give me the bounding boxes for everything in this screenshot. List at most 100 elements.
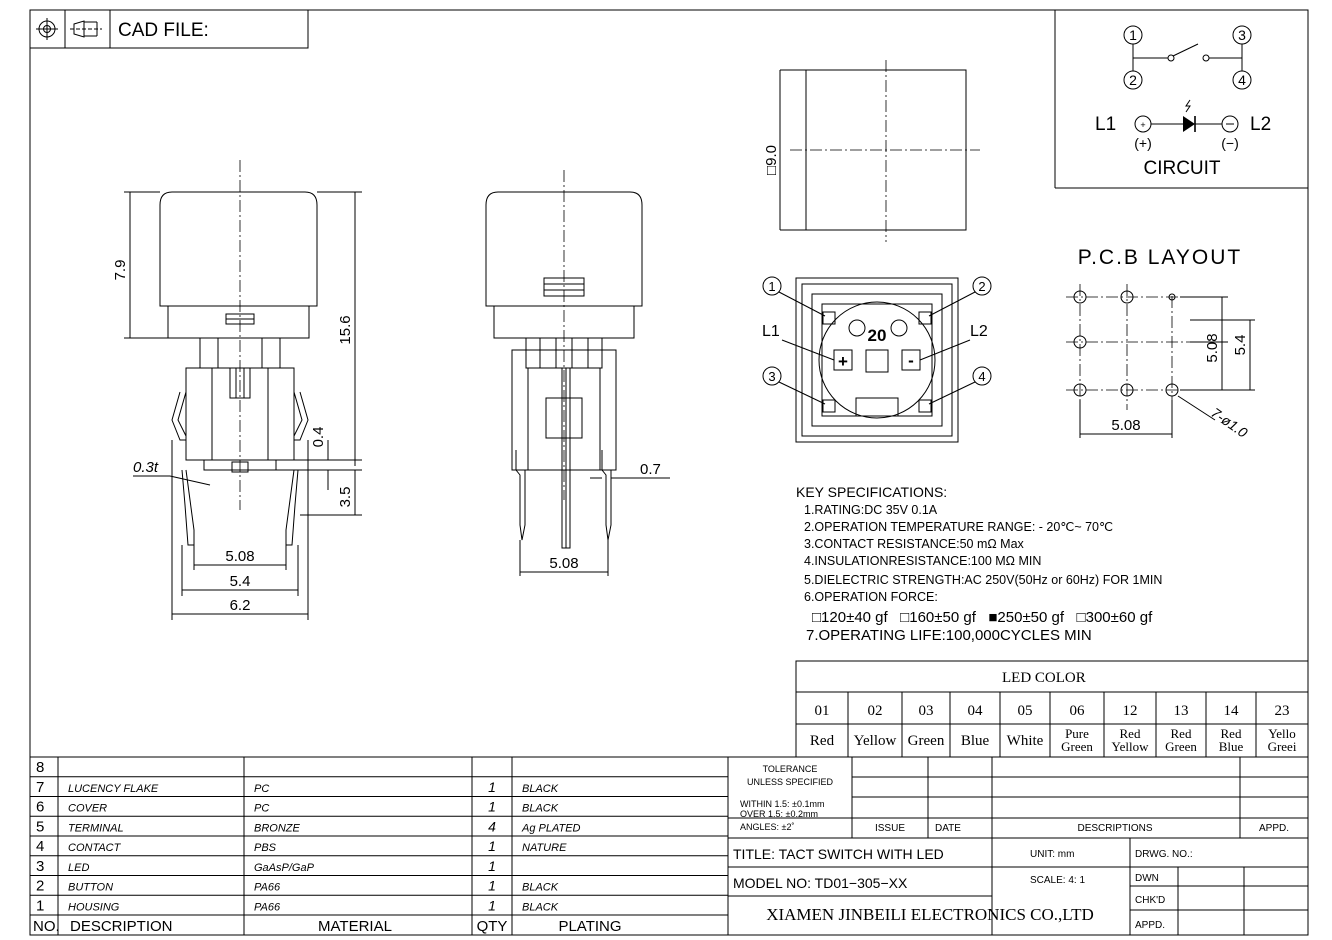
pcb-title: P.C.B LAYOUT bbox=[1078, 246, 1242, 269]
drawing-title: TITLE: TACT SWITCH WITH LED bbox=[733, 846, 944, 862]
led-code: 04 bbox=[968, 703, 984, 719]
bottom-minus-label: - bbox=[908, 351, 914, 370]
circuit-pin-2: 2 bbox=[1129, 72, 1137, 88]
bom-cell-desc: TERMINAL bbox=[68, 822, 124, 834]
circuit-pin-4: 4 bbox=[1238, 72, 1246, 88]
led-color-name: Yellow bbox=[854, 733, 897, 749]
bom-cell-qty: 1 bbox=[488, 897, 496, 913]
bom-cell-qty: 1 bbox=[488, 858, 496, 874]
led-color-name: Green bbox=[1165, 739, 1197, 754]
bom-cell-plating: NATURE bbox=[522, 842, 567, 854]
cad-file-label: CAD FILE: bbox=[118, 20, 209, 41]
tolerance-angles: ANGLES: ±2˚ bbox=[740, 822, 794, 832]
front-view: 0.7 5.08 bbox=[485, 170, 670, 576]
side-view: 7.9 15.6 0.4 3.5 0.3t 5.08 5.4 6.2 bbox=[112, 160, 362, 620]
dim-total-height: 15.6 bbox=[337, 315, 354, 344]
bom-cell-mat: PC bbox=[254, 803, 269, 815]
pcb-dim-pitch-x: 5.08 bbox=[1111, 417, 1140, 434]
bottom-l2: L2 bbox=[970, 323, 988, 340]
appd-label: APPD. bbox=[1259, 823, 1289, 834]
descriptions-label: DESCRIPTIONS bbox=[1077, 823, 1152, 834]
led-code: 05 bbox=[1018, 703, 1033, 719]
bom-cell-qty: 1 bbox=[488, 799, 496, 815]
circuit-pin-3: 3 bbox=[1238, 27, 1246, 43]
led-color-name: Pure bbox=[1065, 726, 1089, 741]
dim-pin-length: 3.5 bbox=[337, 487, 354, 508]
bom-cell-qty: 1 bbox=[488, 878, 496, 894]
led-code: 02 bbox=[868, 703, 883, 719]
tolerance-over: OVER 1.5: ±0.2mm bbox=[740, 809, 818, 819]
led-color-name: Blue bbox=[1219, 739, 1244, 754]
tolerance-title: TOLERANCE bbox=[763, 764, 818, 774]
spec-line: 2.OPERATION TEMPERATURE RANGE: - 20℃~ 70… bbox=[804, 520, 1113, 534]
led-color-name: Blue bbox=[961, 733, 990, 749]
circuit-l1: L1 bbox=[1095, 114, 1116, 135]
pcb-holes-note: 7-ø1.0 bbox=[1208, 404, 1250, 440]
pcb-hole bbox=[1165, 383, 1179, 397]
bom-cell-no: 1 bbox=[36, 897, 44, 914]
led-color-name: Yello bbox=[1268, 726, 1296, 741]
bom-cell-qty: 4 bbox=[488, 818, 496, 834]
led-code: 01 bbox=[815, 703, 830, 719]
bom-cell-no: 6 bbox=[36, 799, 44, 816]
led-color-name: Green bbox=[908, 733, 945, 749]
tolerance-within: WITHIN 1.5: ±0.1mm bbox=[740, 799, 824, 809]
bom-cell-mat: PBS bbox=[254, 842, 277, 854]
bom-header-no: NO. bbox=[33, 918, 60, 935]
circuit-pin-1: 1 bbox=[1129, 27, 1137, 43]
issue-label: ISSUE bbox=[875, 823, 905, 834]
bom-cell-no: 7 bbox=[36, 779, 44, 796]
dim-w2: 5.4 bbox=[230, 573, 251, 590]
bom-cell-no: 4 bbox=[36, 838, 44, 855]
company-name: XIAMEN JINBEILI ELECTRONICS CO.,LTD bbox=[766, 905, 1094, 924]
title-block: TOLERANCE UNLESS SPECIFIED WITHIN 1.5: ±… bbox=[728, 757, 1308, 935]
led-code: 13 bbox=[1174, 703, 1189, 719]
bom-cell-mat: BRONZE bbox=[254, 822, 301, 834]
appd2-label: APPD. bbox=[1135, 920, 1165, 931]
tolerance-subtitle: UNLESS SPECIFIED bbox=[747, 777, 834, 787]
projection-symbol-icon bbox=[36, 18, 102, 40]
pcb-hole bbox=[1120, 383, 1134, 397]
dim-button-height: 7.9 bbox=[112, 260, 129, 281]
bottom-plus-label: + bbox=[838, 352, 848, 371]
led-color-name: Red bbox=[1171, 726, 1192, 741]
bom-cell-desc: BUTTON bbox=[68, 882, 113, 894]
bom-cell-mat: PA66 bbox=[254, 882, 281, 894]
led-code: 14 bbox=[1224, 703, 1240, 719]
top-view: □9.0 bbox=[763, 60, 980, 242]
bom-cell-plating: Ag PLATED bbox=[521, 822, 581, 834]
bom-cell-qty: 1 bbox=[488, 838, 496, 854]
drawing-frame bbox=[29, 9, 1309, 936]
spec-line: 5.DIELECTRIC STRENGTH:AC 250V(50Hz or 60… bbox=[804, 573, 1162, 587]
circuit-l2: L2 bbox=[1250, 114, 1271, 135]
pcb-dim-pitch-y: 5.08 bbox=[1204, 333, 1221, 362]
led-color-table: LED COLOR 01Red02Yellow03Green04Blue05Wh… bbox=[795, 660, 1309, 758]
drwg-no-label: DRWG. NO.: bbox=[1135, 849, 1193, 860]
scale-label: SCALE: 4: 1 bbox=[1030, 875, 1085, 886]
bom-cell-mat: PA66 bbox=[254, 901, 281, 913]
bom-cell-plating: BLACK bbox=[522, 882, 559, 894]
bottom-pin-3: 3 bbox=[768, 369, 775, 384]
pcb-dim-span: 5.4 bbox=[1232, 335, 1249, 356]
bom-cell-qty: 1 bbox=[488, 779, 496, 795]
spec-force-options: □120±40 gf □160±50 gf ■250±50 gf □300±60… bbox=[812, 609, 1153, 626]
bom-cell-plating: BLACK bbox=[522, 901, 559, 913]
pcb-hole bbox=[1073, 383, 1087, 397]
spec-line: 6.OPERATION FORCE: bbox=[804, 590, 938, 604]
key-specifications: KEY SPECIFICATIONS: 1.RATING:DC 35V 0.1A… bbox=[796, 484, 1162, 644]
spec-line: 4.INSULATIONRESISTANCE:100 MΩ MIN bbox=[804, 554, 1041, 568]
plus-small-icon: + bbox=[1140, 120, 1145, 130]
bom-cell-desc: HOUSING bbox=[68, 901, 120, 913]
dwn-label: DWN bbox=[1135, 873, 1159, 884]
circuit-plus: (+) bbox=[1134, 135, 1152, 151]
circuit-minus: (−) bbox=[1221, 135, 1239, 151]
dim-w3: 6.2 bbox=[230, 597, 251, 614]
pcb-hole bbox=[1073, 290, 1087, 304]
led-color-name: White bbox=[1007, 733, 1044, 749]
led-code: 06 bbox=[1070, 703, 1086, 719]
bottom-view: 20 + - 1 2 3 4 L1 L2 bbox=[762, 276, 992, 443]
led-table-title: LED COLOR bbox=[1002, 670, 1086, 686]
unit-label: UNIT: mm bbox=[1030, 849, 1074, 860]
